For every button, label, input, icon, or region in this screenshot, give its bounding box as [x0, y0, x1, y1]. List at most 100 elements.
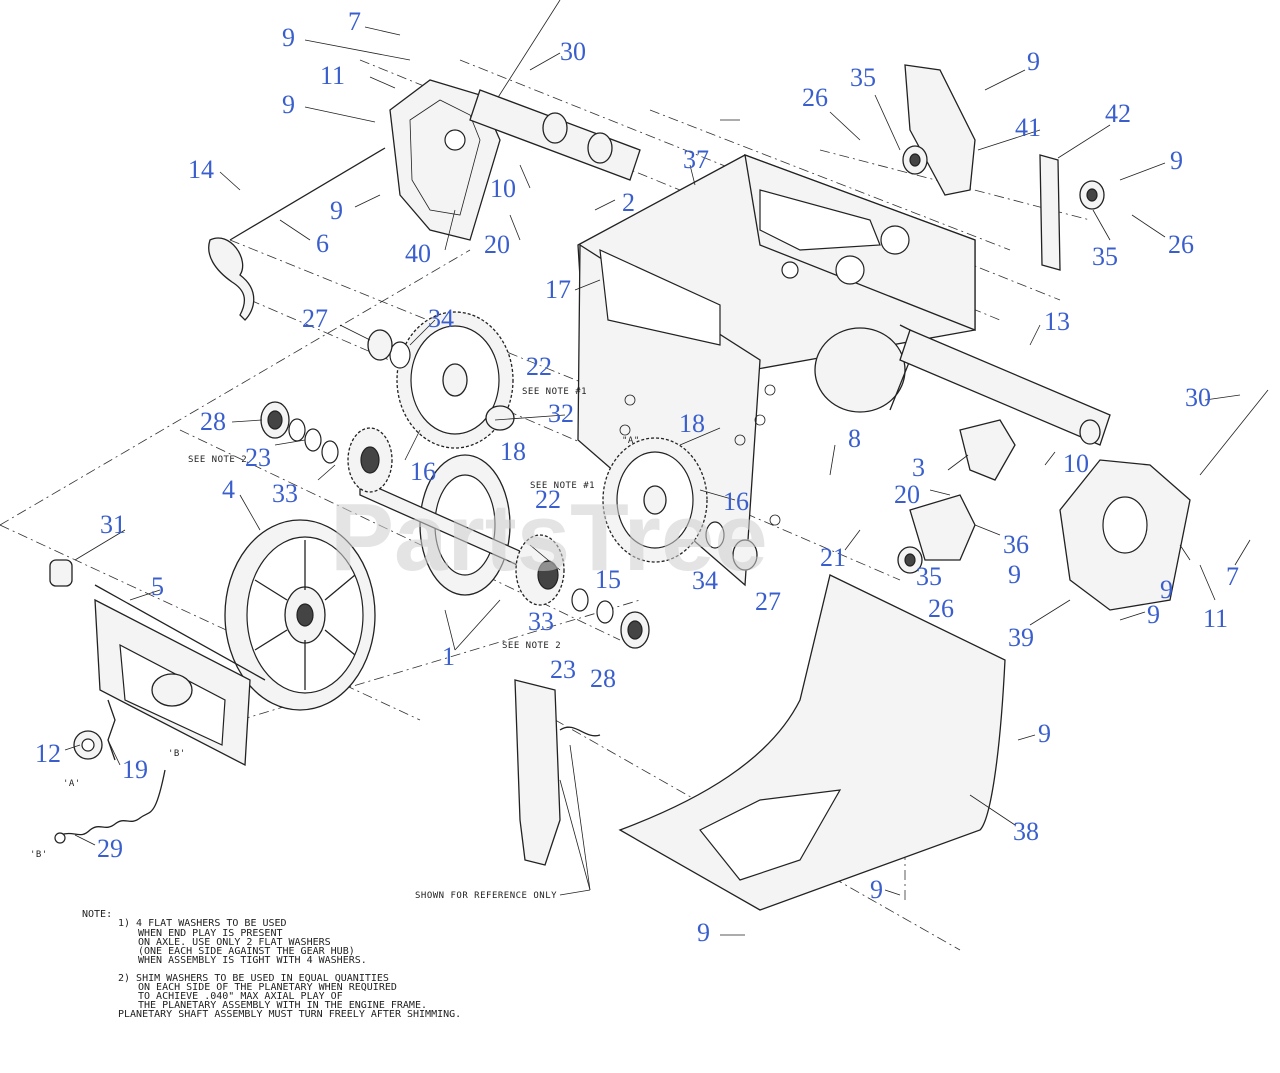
callout-31: 31: [100, 510, 126, 539]
callout-34: 34: [428, 304, 454, 333]
callout-10: 10: [1063, 449, 1089, 478]
bracket-36: [897, 494, 976, 574]
shift-shaft: [208, 147, 386, 321]
reference-mark: SEE NOTE #1: [522, 387, 587, 397]
callout-9: 9: [870, 875, 883, 904]
notes-heading: NOTE:: [82, 909, 112, 920]
reference-mark-layer: SEE NOTE #1 SEE NOTE #1 SEE NOTE 2 SEE NOTE…: [30, 387, 640, 860]
cable-30-right: [1199, 389, 1269, 476]
callout-9: 9: [697, 918, 710, 947]
callout-41: 41: [1015, 113, 1041, 142]
callout-28: 28: [200, 407, 226, 436]
spring-19: [107, 699, 116, 761]
reference-mark: "A": [622, 436, 640, 446]
callout-23: 23: [245, 443, 271, 472]
callout-34: 34: [692, 566, 718, 595]
lever-3: [959, 419, 1016, 481]
callout-11: 11: [1203, 604, 1228, 633]
callout-26: 26: [928, 594, 954, 623]
callout-9: 9: [1027, 47, 1040, 76]
callout-40: 40: [405, 239, 431, 268]
callout-28: 28: [590, 664, 616, 693]
callout-21: 21: [820, 543, 846, 572]
callout-7: 7: [1226, 562, 1239, 591]
callout-20: 20: [484, 230, 510, 259]
callout-33: 33: [272, 479, 298, 508]
callout-1: 1: [442, 642, 455, 671]
callout-27: 27: [302, 304, 328, 333]
left-gear: [396, 311, 514, 449]
callout-7: 7: [348, 7, 361, 36]
planetary-assembly: [359, 454, 541, 596]
drive-plate: [94, 584, 266, 767]
bracket-42: [1039, 154, 1105, 271]
callout-4: 4: [222, 475, 235, 504]
reference-mark: 'B': [168, 749, 186, 759]
callout-23: 23: [550, 655, 576, 684]
callout-9: 9: [1008, 560, 1021, 589]
callout-32: 32: [548, 399, 574, 428]
callout-22: 22: [535, 485, 561, 514]
pinion-left: [347, 427, 393, 493]
callout-9: 9: [1170, 146, 1183, 175]
cable-30-top: [489, 0, 561, 111]
callout-2: 2: [622, 188, 635, 217]
callout-35: 35: [1092, 242, 1118, 271]
callout-26: 26: [802, 83, 828, 112]
callout-39: 39: [1008, 623, 1034, 652]
frame-side-plate: [814, 324, 921, 413]
chute-cover-38: [618, 574, 1006, 911]
callout-35: 35: [850, 63, 876, 92]
bracket-41: [902, 64, 976, 196]
note-line: WHEN END PLAY IS PRESENT: [138, 928, 283, 939]
callout-9: 9: [1160, 575, 1173, 604]
note-line: ON AXLE. USE ONLY 2 FLAT WASHERS: [138, 937, 331, 948]
note-line: ON EACH SIDE OF THE PLANETARY WHEN REQUI…: [138, 982, 397, 993]
watermark: PartsTree: [330, 484, 768, 591]
callout-13: 13: [1044, 307, 1070, 336]
pulley-wheel: [224, 519, 376, 711]
callout-12: 12: [35, 739, 61, 768]
callout-30: 30: [1185, 383, 1211, 412]
callout-8: 8: [848, 424, 861, 453]
callout-3: 3: [912, 453, 925, 482]
callout-22: 22: [526, 352, 552, 381]
callout-9: 9: [282, 23, 295, 52]
reference-mark: 'A': [63, 779, 81, 789]
callout-18: 18: [679, 409, 705, 438]
callout-6: 6: [316, 229, 329, 258]
callout-10: 10: [490, 174, 516, 203]
callout-42: 42: [1105, 99, 1131, 128]
callout-9: 9: [1038, 719, 1051, 748]
right-gear-case: [1059, 459, 1191, 611]
reference-mark: SEE NOTE 2: [188, 455, 247, 465]
pinion-right: [515, 534, 565, 606]
callout-29: 29: [97, 834, 123, 863]
callout-9: 9: [330, 196, 343, 225]
callout-30: 30: [560, 37, 586, 66]
callout-37: 37: [683, 145, 709, 174]
callout-26: 26: [1168, 230, 1194, 259]
callout-15: 15: [595, 565, 621, 594]
reference-label: SHOWN FOR REFERENCE ONLY: [415, 891, 557, 901]
note-line: WHEN ASSEMBLY IS TIGHT WITH 4 WASHERS.: [138, 955, 367, 966]
callout-11: 11: [320, 61, 345, 90]
callout-14: 14: [188, 155, 214, 184]
callout-5: 5: [151, 572, 164, 601]
spring-29: [54, 769, 166, 844]
reference-mark: SEE NOTE #1: [530, 481, 595, 491]
callout-20: 20: [894, 480, 920, 509]
note-line: 2) SHIM WASHERS TO BE USED IN EQUAL QUAN…: [118, 973, 389, 984]
reference-mark: SEE NOTE 2: [502, 641, 561, 651]
bearings-and-washers: [260, 329, 758, 649]
spacer-31: [49, 559, 73, 587]
callout-16: 16: [410, 457, 436, 486]
note-line: 1) 4 FLAT WASHERS TO BE USED: [118, 918, 287, 929]
callout-38: 38: [1013, 817, 1039, 846]
callout-16: 16: [723, 487, 749, 516]
